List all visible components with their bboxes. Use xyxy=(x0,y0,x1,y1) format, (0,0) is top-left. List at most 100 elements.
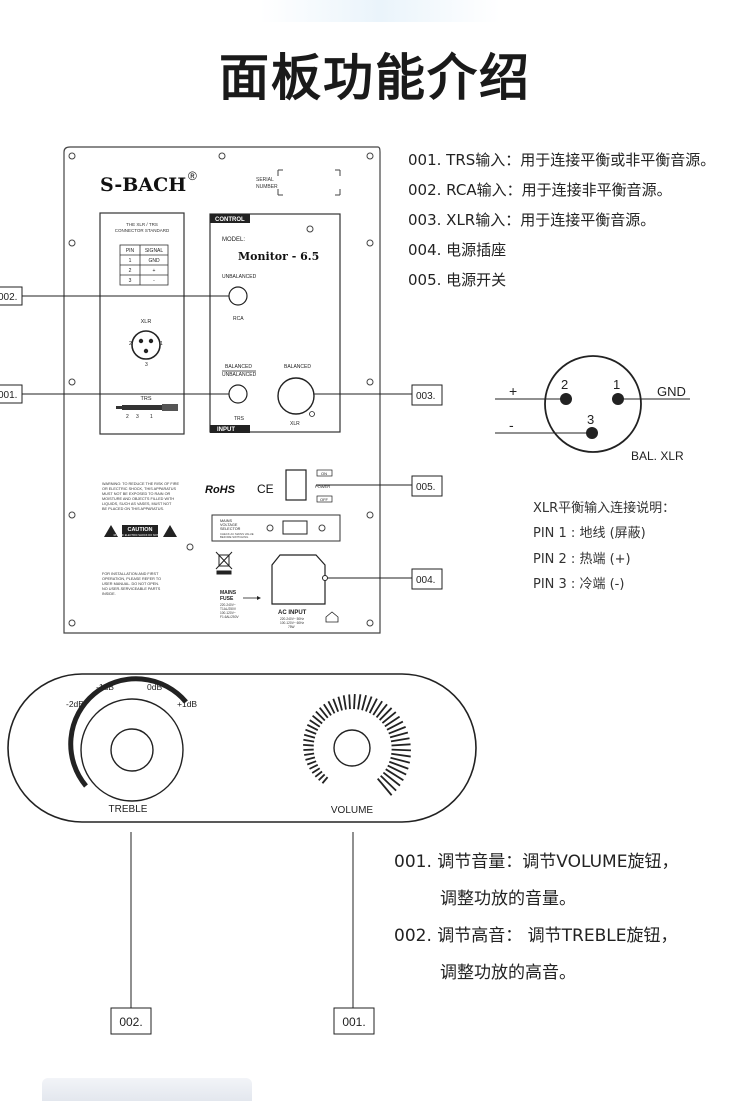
callout-004-box xyxy=(411,568,443,590)
volume-tick xyxy=(305,756,316,761)
svg-text:VOLTAGE: VOLTAGE xyxy=(220,523,238,527)
serial-label: SERIAL xyxy=(256,177,274,183)
trs-standard-label: TRS xyxy=(141,396,152,402)
control-desc: 调整功放的高音。 xyxy=(440,963,576,983)
callout-002-box xyxy=(0,286,23,306)
house-icon xyxy=(325,611,339,623)
volume-tick xyxy=(305,728,317,735)
svg-text:1: 1 xyxy=(613,377,620,392)
svg-text:CONNECTOR STANDARD: CONNECTOR STANDARD xyxy=(115,228,170,233)
svg-text:CHECK AC MAINS VALUE: CHECK AC MAINS VALUE xyxy=(220,532,254,536)
xlr-standard-label: XLR xyxy=(141,319,152,325)
volume-tick xyxy=(311,714,323,725)
volume-tick xyxy=(380,775,397,792)
voltage-switch xyxy=(282,520,308,535)
spec-line: 002. RCA输入：用于连接非平衡音源。 xyxy=(408,181,672,199)
svg-text:-: - xyxy=(509,417,514,433)
volume-tick xyxy=(314,770,323,778)
control-desc: 调整功放的音量。 xyxy=(440,889,576,909)
volume-tick xyxy=(318,707,329,719)
treble-mark: +1dB xyxy=(177,699,197,709)
spec-line: 001. TRS输入：用于连接平衡或非平衡音源。 xyxy=(408,151,716,169)
trs-jack xyxy=(228,384,248,404)
svg-text:2: 2 xyxy=(126,414,129,420)
callout-treble-box xyxy=(110,1007,152,1035)
callout-001-box xyxy=(0,384,23,404)
volume-tick xyxy=(342,695,347,710)
svg-text:BE PLACED ON THIS APPARATUS.: BE PLACED ON THIS APPARATUS. xyxy=(102,507,164,511)
treble-mark: 0dB xyxy=(147,682,162,692)
volume-tick xyxy=(385,768,404,782)
volume-tick xyxy=(375,703,388,718)
install-text: FOR INSTALLATION AND FIRST OPERATION, PL… xyxy=(102,572,161,596)
model-label: MODEL: xyxy=(222,237,245,243)
pin-table-header: PIN xyxy=(126,248,135,254)
volume-tick xyxy=(303,738,315,743)
svg-text:ON: ON xyxy=(321,471,327,476)
svg-text:AC INPUT: AC INPUT xyxy=(278,610,307,616)
model-name: Monitor - 6.5 xyxy=(238,250,319,263)
control-desc: 001. 调节音量：调节VOLUME旋钮， xyxy=(394,852,679,872)
svg-text:INPUT: INPUT xyxy=(217,427,235,433)
svg-text:POWER: POWER xyxy=(315,484,330,489)
pin-table-header: SIGNAL xyxy=(145,248,164,254)
svg-text:004.: 004. xyxy=(416,575,435,586)
svg-text:XLR: XLR xyxy=(290,421,300,427)
input-tab xyxy=(210,425,250,433)
svg-text:2: 2 xyxy=(561,377,568,392)
volume-tick xyxy=(304,752,315,756)
svg-text:USER MANUAL. DO NOT OPEN.: USER MANUAL. DO NOT OPEN. xyxy=(102,582,159,586)
svg-text:1: 1 xyxy=(160,341,163,347)
volume-tick xyxy=(389,731,409,739)
volume-tick xyxy=(384,715,401,728)
rca-jack xyxy=(228,286,248,306)
volume-tick xyxy=(303,733,316,739)
control-section xyxy=(209,213,341,433)
svg-text:+: + xyxy=(509,383,517,399)
volume-tick xyxy=(311,767,321,774)
svg-text:T1AL/250V: T1AL/250V xyxy=(220,607,237,611)
svg-text:MUST NOT BE EXPOSED TO RAIN OR: MUST NOT BE EXPOSED TO RAIN OR xyxy=(102,492,171,496)
spec-line: 005. 电源开关 xyxy=(408,271,507,289)
svg-text:CAUTION: CAUTION xyxy=(127,527,152,533)
pin-note: PIN 3 : 冷端 (-) xyxy=(533,577,625,592)
pin-table-cell: + xyxy=(153,268,156,274)
volume-tick xyxy=(348,694,351,710)
volume-tick xyxy=(303,744,314,747)
pin-table-cell: 1 xyxy=(129,258,132,264)
svg-text:BALANCED: BALANCED xyxy=(225,364,252,370)
ac-inlet xyxy=(271,554,326,605)
volume-tick xyxy=(321,776,329,784)
svg-text:BALANCED: BALANCED xyxy=(284,364,311,370)
treble-mark: -2dB xyxy=(66,699,84,709)
ce-mark: CE xyxy=(257,482,274,496)
caution-label xyxy=(122,525,158,537)
warning-triangle-icon xyxy=(104,525,118,537)
callout-volume-box xyxy=(333,1007,375,1035)
svg-text:1: 1 xyxy=(150,414,153,420)
svg-text:75W: 75W xyxy=(288,625,295,629)
control-desc: 002. 调节高音： 调节TREBLE旋钮， xyxy=(394,926,678,946)
serial-box xyxy=(277,169,341,196)
power-switch[interactable] xyxy=(285,469,307,501)
svg-text:3: 3 xyxy=(587,412,594,427)
xlr-jack xyxy=(277,377,315,415)
svg-text:RCA: RCA xyxy=(233,316,244,322)
volume-knob[interactable] xyxy=(333,729,371,767)
svg-text:003.: 003. xyxy=(416,391,435,402)
volume-tick xyxy=(306,760,317,766)
pin-table-cell: GND xyxy=(148,258,160,264)
svg-text:F1.6AL/250V: F1.6AL/250V xyxy=(220,615,239,619)
svg-text:001.: 001. xyxy=(342,1015,365,1029)
volume-tick xyxy=(390,737,410,743)
svg-text:005.: 005. xyxy=(416,482,435,493)
svg-text:100-120V~: 100-120V~ xyxy=(220,611,236,615)
connector-standard-box xyxy=(99,212,185,435)
svg-text:BAL. XLR: BAL. XLR xyxy=(631,449,684,463)
volume-label: VOLUME xyxy=(331,805,374,816)
svg-text:OFF: OFF xyxy=(320,497,329,502)
volume-tick xyxy=(332,698,340,713)
svg-text:RISK OF ELECTRIC SHOCK DO NOT: RISK OF ELECTRIC SHOCK DO NOT OPEN xyxy=(114,533,167,537)
svg-text:220-240V~ 50Hz: 220-240V~ 50Hz xyxy=(280,617,304,621)
